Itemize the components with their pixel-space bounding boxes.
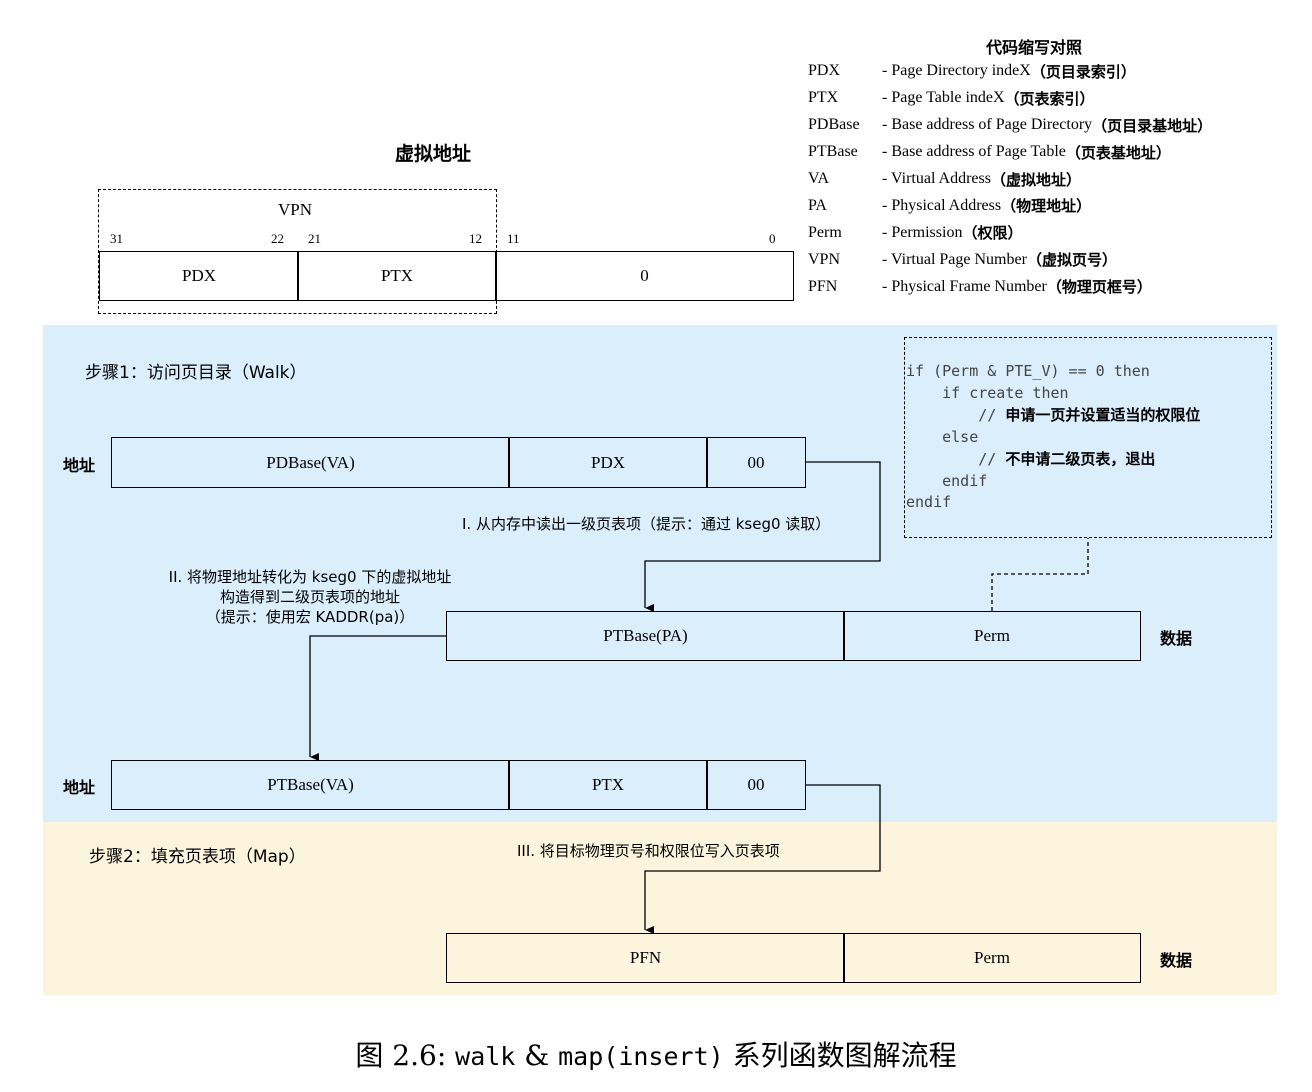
code-line: endif (906, 471, 1200, 493)
code-line: // 不申请二级页表，退出 (906, 449, 1200, 471)
step-iii-note: III. 将目标物理页号和权限位写入页表项 (517, 842, 780, 860)
legend-zh: （物理地址） (1001, 197, 1092, 216)
code-line: if create then (906, 383, 1200, 405)
legend-desc: - Physical Address (882, 196, 1002, 214)
va-field-ptx: PTX (297, 251, 497, 301)
caption-walk: walk (455, 1042, 516, 1071)
legend-desc: - Virtual Page Number (882, 250, 1027, 268)
bit-12: 12 (469, 231, 482, 246)
legend-row: PTBase - Base address of Page Table（页表基地址… (808, 139, 1212, 166)
legend-row: Perm - Permission（权限） (808, 219, 1212, 246)
legend-zh: （虚拟地址） (990, 170, 1081, 189)
legend-row: VA - Virtual Address（虚拟地址） (808, 166, 1212, 193)
bit-31: 31 (110, 231, 123, 246)
data-label-2: 数据 (1160, 951, 1193, 970)
va-field-offset: 0 (495, 251, 794, 301)
address-label-1: 地址 (63, 456, 96, 475)
step-ii-note-line-1: II. 将物理地址转化为 kseg0 下的虚拟地址 (168, 568, 452, 586)
code-line: // 申请一页并设置适当的权限位 (906, 405, 1200, 427)
pdbase-va-cell: PDBase(VA) (111, 437, 510, 488)
legend-desc: - Permission (882, 223, 963, 241)
legend-abbr: VPN (808, 250, 841, 268)
caption-amp: & (515, 1039, 559, 1072)
perm-code-link (991, 538, 1089, 611)
legend-row: PTX - Page Table indeX（页表索引） (808, 85, 1212, 112)
bit-22: 22 (271, 231, 284, 246)
legend-abbr: Perm (808, 223, 842, 241)
ptx-cell: PTX (508, 760, 708, 810)
legend-desc: - Page Table indeX (882, 89, 1005, 107)
legend-desc: - Base address of Page Table (882, 143, 1066, 161)
legend-zh: （虚拟页号） (1026, 251, 1117, 270)
legend-desc: - Virtual Address (882, 170, 991, 187)
code-text: if create then (906, 383, 1069, 402)
map-section-background (43, 822, 1277, 995)
legend-title: 代码缩写对照 (986, 38, 1083, 57)
legend-row: PFN - Physical Frame Number（物理页框号） (808, 273, 1212, 300)
perm-cell-1: Perm (843, 611, 1141, 661)
code-box (904, 337, 1272, 538)
legend-zh: （页表基地址） (1065, 143, 1171, 162)
bit-21: 21 (308, 231, 321, 246)
legend-abbr: PA (808, 196, 827, 214)
code-comment: 不申请二级页表，退出 (1005, 449, 1156, 468)
pdx-zero-bits-cell: 00 (706, 437, 806, 488)
legend-zh: （页目录索引） (1030, 62, 1136, 81)
legend-zh: （权限） (962, 224, 1023, 243)
virtual-address-title: 虚拟地址 (395, 143, 472, 165)
code-text: endif (906, 471, 988, 490)
legend-zh: （页表索引） (1004, 89, 1095, 108)
legend-abbr: PTBase (808, 143, 858, 161)
code-comment: 申请一页并设置适当的权限位 (1005, 405, 1201, 424)
legend-row: PDBase - Base address of Page Directory（页… (808, 112, 1212, 139)
caption-map: map(insert) (558, 1042, 724, 1071)
map-step-title: 步骤2：填充页表项（Map） (89, 847, 306, 867)
step-ii-note-line-2: 构造得到二级页表项的地址 (219, 588, 400, 606)
arrow-step-iii (644, 784, 881, 934)
code-text: if (Perm & PTE_V) == 0 then (906, 362, 1150, 380)
va-field-pdx: PDX (99, 251, 299, 301)
legend-row: PA - Physical Address（物理地址） (808, 192, 1212, 219)
code-text: endif (906, 493, 952, 512)
arrow-step-i (644, 461, 881, 612)
data-label-1: 数据 (1160, 629, 1193, 648)
legend-desc: - Page Directory indeX (882, 62, 1031, 80)
code-text: // (906, 405, 1006, 424)
legend-abbr: PTX (808, 89, 839, 107)
walk-section-background (43, 325, 1277, 822)
bit-0: 0 (769, 231, 776, 246)
caption-suffix: 系列函数图解流程 (723, 1039, 957, 1072)
address-label-2: 地址 (63, 778, 96, 797)
legend-zh: （页目录基地址） (1092, 116, 1213, 135)
abbreviation-legend: PDX - Page Directory indeX（页目录索引） PTX - Pag… (808, 58, 1212, 300)
step-i-note: I. 从内存中读出一级页表项（提示：通过 kseg0 读取） (462, 515, 831, 533)
vpn-label: VPN (278, 200, 313, 219)
code-line: if (Perm & PTE_V) == 0 then (906, 361, 1200, 383)
code-line: endif (906, 492, 1200, 514)
figure-caption: 图 2.6: walk & map(insert) 系列函数图解流程 (0, 1034, 1312, 1074)
caption-prefix: 图 2.6: (355, 1039, 456, 1072)
step-ii-note-line-3: （提示：使用宏 KADDR(pa)） (205, 608, 415, 626)
pseudo-code: if (Perm & PTE_V) == 0 then if create th… (906, 361, 1200, 514)
ptx-zero-bits-cell: 00 (706, 760, 806, 810)
legend-desc: - Base address of Page Directory (882, 116, 1093, 134)
perm-cell-2: Perm (843, 933, 1141, 983)
pdx-cell: PDX (508, 437, 708, 488)
arrow-step-ii (309, 635, 446, 761)
walk-step-title: 步骤1：访问页目录（Walk） (85, 363, 307, 383)
code-line: else (906, 427, 1200, 449)
legend-desc: - Physical Frame Number (882, 277, 1047, 295)
step-ii-note: II. 将物理地址转化为 kseg0 下的虚拟地址 构造得到二级页表项的地址 （… (130, 567, 490, 627)
bit-11: 11 (507, 231, 520, 246)
legend-abbr: PFN (808, 277, 838, 295)
legend-row: VPN - Virtual Page Number（虚拟页号） (808, 246, 1212, 273)
legend-abbr: VA (808, 170, 830, 187)
code-text: // (906, 449, 1006, 468)
legend-abbr: PDX (808, 62, 841, 80)
code-text: else (906, 427, 979, 446)
legend-zh: （物理页框号） (1046, 278, 1152, 297)
legend-row: PDX - Page Directory indeX（页目录索引） (808, 58, 1212, 85)
legend-abbr: PDBase (808, 116, 860, 134)
